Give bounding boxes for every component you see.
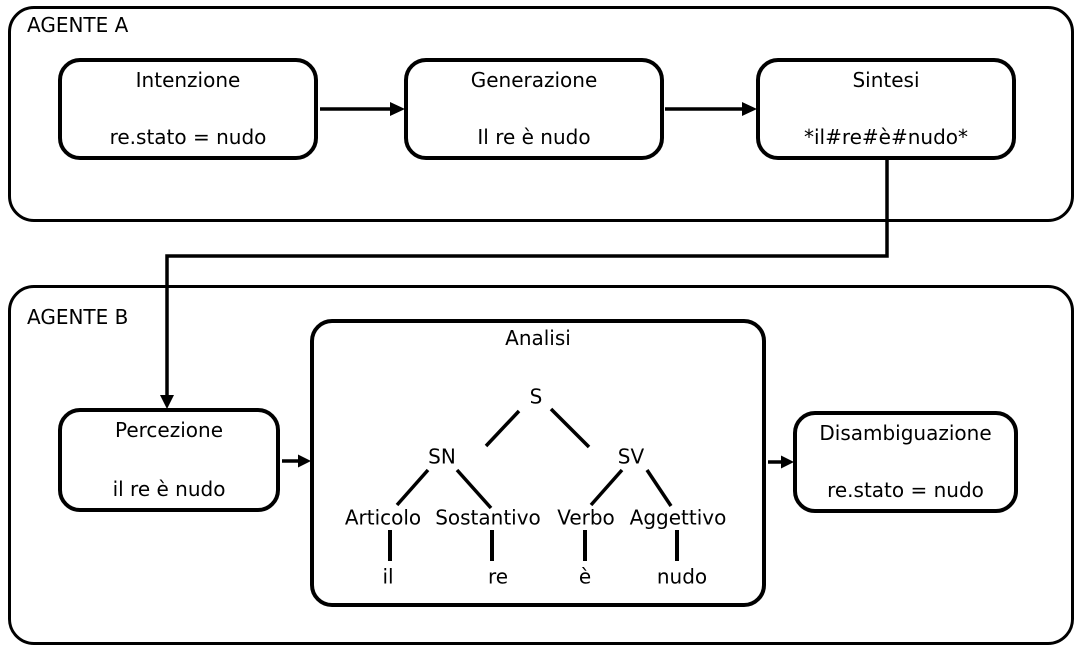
arrow-percezione-analisi-head <box>298 454 311 468</box>
node-generazione-value: Il re è nudo <box>477 125 591 149</box>
node-analisi: Analisi <box>310 319 766 607</box>
tree-leaf-e: è <box>578 564 592 589</box>
agent-b-label: AGENTE B <box>27 305 129 329</box>
tree-leaf-nudo: nudo <box>656 564 708 589</box>
tree-branch-sn-articolo <box>395 468 430 507</box>
tree-node-sn: SN <box>428 444 456 469</box>
tree-node-articolo: Articolo <box>344 505 422 530</box>
node-intenzione-value: re.stato = nudo <box>109 125 267 149</box>
tree-node-sostantivo: Sostantivo <box>435 505 541 530</box>
node-percezione: Percezione il re è nudo <box>58 408 280 512</box>
tree-branch-s-sn <box>484 409 521 448</box>
agent-a-container: AGENTE A <box>8 6 1074 222</box>
node-percezione-title: Percezione <box>114 418 223 442</box>
agent-b-container: AGENTE B <box>8 285 1074 645</box>
tree-leaf-re: re <box>487 564 509 589</box>
arrow-generazione-sintesi-head <box>742 102 757 116</box>
arrow-intenzione-generazione-head <box>390 102 405 116</box>
node-sintesi-title: Sintesi <box>852 68 920 92</box>
tree-node-aggettivo: Aggettivo <box>629 505 727 530</box>
tree-leaf-il: il <box>382 564 394 589</box>
tree-branch-sv-aggettivo <box>645 469 673 507</box>
arrow-analisi-disambiguazione-head <box>781 455 794 469</box>
node-percezione-value: il re è nudo <box>112 477 226 501</box>
arrow-sintesi-percezione-line <box>165 158 889 397</box>
node-disambiguazione: Disambiguazione re.stato = nudo <box>793 411 1018 513</box>
agent-a-label: AGENTE A <box>27 13 129 37</box>
tree-branch-sn-sostantivo <box>455 468 493 510</box>
node-intenzione: Intenzione re.stato = nudo <box>58 58 318 160</box>
tree-branch-sv-verbo <box>589 468 624 507</box>
tree-branch-s-sv <box>549 407 591 449</box>
arrow-sintesi-percezione-head <box>160 395 174 409</box>
tree-node-verbo: Verbo <box>557 505 615 530</box>
node-generazione-title: Generazione <box>470 68 598 92</box>
node-disambiguazione-title: Disambiguazione <box>819 421 992 445</box>
node-sintesi-value: *il#re#è#nudo* <box>803 125 969 149</box>
node-sintesi: Sintesi *il#re#è#nudo* <box>756 58 1016 160</box>
tree-node-s: S <box>529 384 543 409</box>
node-intenzione-title: Intenzione <box>135 68 241 92</box>
node-disambiguazione-value: re.stato = nudo <box>827 478 984 502</box>
node-generazione: Generazione Il re è nudo <box>404 58 664 160</box>
tree-node-sv: SV <box>617 444 645 469</box>
node-analisi-title: Analisi <box>505 326 571 350</box>
